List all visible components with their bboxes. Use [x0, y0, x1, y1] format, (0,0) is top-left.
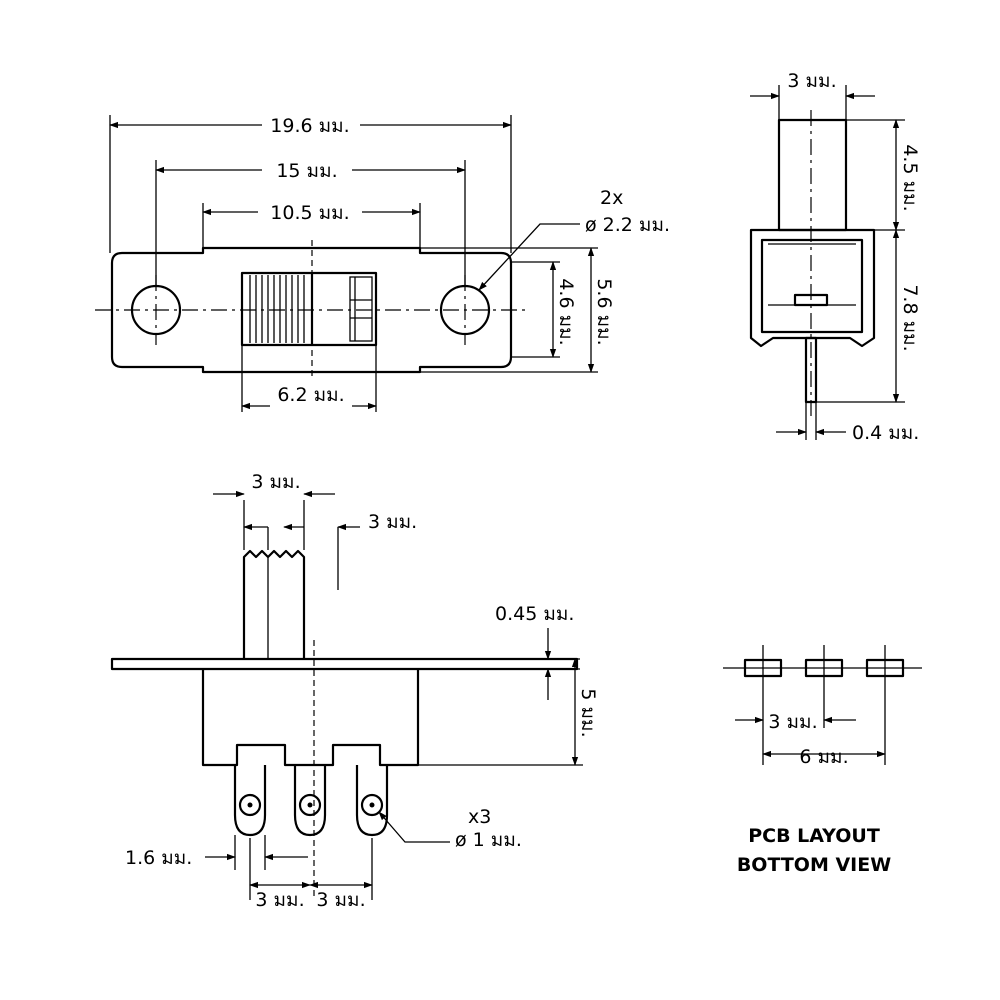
dim-side-pin-thickness: 0.4 มม.	[852, 422, 919, 444]
top-view: 19.6 มม. 15 มม. 10.5 มม. 2x ø 2.2 มม. 6.…	[95, 115, 670, 412]
dim-front-plate-thickness: 0.45 มม.	[495, 603, 574, 625]
dim-overall-width: 19.6 มม.	[270, 115, 349, 137]
side-view: 3 มม. 4.5 มม. 7.8 มม. 0.4 มม.	[749, 70, 921, 444]
pcb-title-line2: BOTTOM VIEW	[737, 854, 891, 876]
dim-hole-spacing: 15 มม.	[276, 160, 337, 182]
dim-side-body-height: 7.8 มม.	[899, 284, 921, 351]
dim-body-width: 10.5 มม.	[270, 202, 349, 224]
dim-side-actuator-width: 3 มม.	[787, 70, 836, 92]
dim-front-body-height: 5 มม.	[577, 688, 599, 737]
dim-front-actuator-width: 3 มม.	[251, 471, 300, 493]
top-view-slider-window	[240, 271, 378, 347]
dim-front-pin-pitch-right: 3 มม.	[316, 889, 365, 911]
dim-flange-height: 5.6 มม.	[593, 278, 615, 345]
front-view: 3 มม. 3 มม. 0.45 มม. 5 มม. 1.6 มม. 3 มม.…	[110, 471, 599, 911]
dim-front-pin-width: 1.6 มม.	[125, 847, 192, 869]
pcb-layout: 3 มม. 6 มม. PCB LAYOUT BOTTOM VIEW	[723, 645, 922, 876]
front-view-actuator	[242, 549, 306, 659]
dim-front-pin-count: x3	[468, 806, 491, 828]
dim-side-actuator-height: 4.5 มม.	[899, 144, 921, 211]
side-view-body	[749, 228, 876, 348]
dim-hole-count: 2x	[600, 187, 623, 209]
dim-pcb-span: 6 มม.	[799, 746, 848, 768]
front-view-plate	[110, 657, 579, 671]
top-view-flange	[110, 246, 513, 374]
dim-front-pin-hole: ø 1 มม.	[455, 829, 522, 851]
dim-actuator-travel: 6.2 มม.	[277, 384, 344, 406]
pcb-title-line1: PCB LAYOUT	[748, 825, 880, 847]
dim-front-pin-pitch-left: 3 มม.	[255, 889, 304, 911]
side-view-actuator	[777, 118, 848, 232]
top-view-actuator-ribs	[249, 275, 305, 343]
dim-hole-diameter: ø 2.2 มม.	[585, 214, 670, 236]
dim-body-height: 4.6 มม.	[555, 278, 577, 345]
dim-front-actuator-offset: 3 มม.	[368, 511, 417, 533]
front-view-body	[201, 669, 420, 767]
front-view-pins	[233, 765, 389, 837]
dim-pcb-pitch: 3 มม.	[768, 711, 817, 733]
